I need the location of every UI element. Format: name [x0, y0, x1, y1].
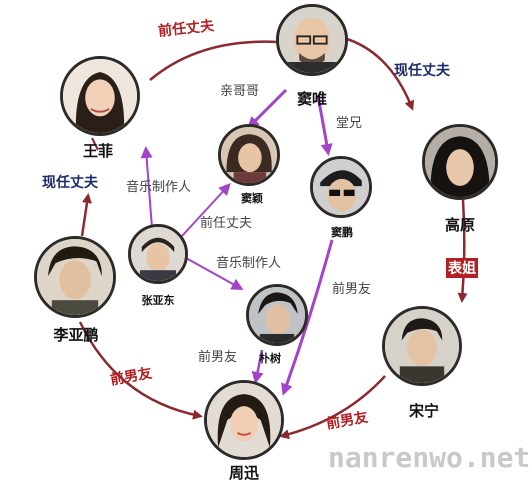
- pushu-name: 朴树: [259, 352, 281, 365]
- doupeng-portrait-icon: [313, 159, 369, 215]
- arrow-douwei-to-gaoyuan: [343, 36, 415, 111]
- wangfei-photo: [60, 56, 140, 136]
- label-douwei-gaoyuan: 现任丈夫: [394, 63, 450, 79]
- arrow-songning-to-zhouxun: [279, 375, 386, 440]
- pushu-photo: [246, 284, 308, 346]
- arrow-doupeng-to-zhouxun: [281, 239, 334, 396]
- arrow-zhangyadong-to-douying: [181, 183, 231, 237]
- label-liyapeng-wangfei: 现任丈夫: [42, 175, 98, 191]
- songning-portrait-icon: [385, 309, 459, 383]
- douwei-name: 窦唯: [296, 90, 328, 108]
- doupeng-name: 窦鹏: [331, 226, 353, 239]
- zhangyadong-portrait-icon: [131, 227, 185, 281]
- arrow-zhangyadong-to-wangfei: [140, 146, 153, 229]
- arrow-liyapeng-to-zhouxun: [78, 321, 203, 420]
- douying-name: 窦颖: [241, 192, 263, 205]
- label-doupeng-zhouxun: 前男友: [332, 282, 372, 297]
- arrow-zhangyadong-to-pushu: [185, 257, 244, 290]
- label-zhangyadong-pushu: 音乐制作人: [216, 256, 282, 271]
- arrow-douwei-to-doupeng: [316, 95, 333, 156]
- arrow-gaoyuan-to-songning: [457, 199, 468, 303]
- songning-photo: [382, 306, 462, 386]
- label-gaoyuan-songning: 表姐: [446, 258, 478, 278]
- zhouxun-photo: [204, 380, 284, 460]
- label-douwei-douying: 亲哥哥: [220, 84, 260, 99]
- label-zhangyadong-wangfei: 音乐制作人: [126, 180, 192, 195]
- liyapeng-photo: [34, 236, 116, 318]
- arrow-douwei-to-wangfei: [149, 40, 279, 81]
- gaoyuan-name: 高原: [444, 216, 476, 234]
- liyapeng-name: 李亚鹏: [53, 326, 99, 344]
- label-pushu-zhouxun: 前男友: [198, 350, 238, 365]
- wangfei-name: 王菲: [82, 142, 114, 160]
- douwei-photo: [276, 4, 348, 76]
- songning-name: 宋宁: [408, 402, 440, 420]
- arrow-pushu-to-zhouxun: [251, 349, 264, 384]
- zhouxun-portrait-icon: [207, 383, 281, 457]
- douying-photo: [218, 124, 280, 186]
- zhangyadong-name: 张亚东: [141, 294, 175, 307]
- label-douwei-doupeng: 堂兄: [336, 116, 363, 131]
- arrow-douwei-to-douying: [247, 88, 288, 129]
- liyapeng-portrait-icon: [37, 239, 113, 315]
- zhangyadong-photo: [128, 224, 188, 284]
- wangfei-portrait-icon: [63, 59, 137, 133]
- watermark: nanrenwo.net: [328, 441, 531, 474]
- gaoyuan-photo: [422, 124, 498, 200]
- douwei-portrait-icon: [279, 7, 345, 73]
- douying-portrait-icon: [221, 127, 277, 183]
- label-zhangyadong-douying: 前任丈夫: [200, 216, 253, 231]
- zhouxun-name: 周迅: [228, 464, 260, 482]
- arrow-liyapeng-to-wangfei: [80, 193, 92, 237]
- doupeng-photo: [310, 156, 372, 218]
- gaoyuan-portrait-icon: [425, 127, 495, 197]
- line-wangfei-underline: [91, 137, 99, 151]
- pushu-portrait-icon: [249, 287, 305, 343]
